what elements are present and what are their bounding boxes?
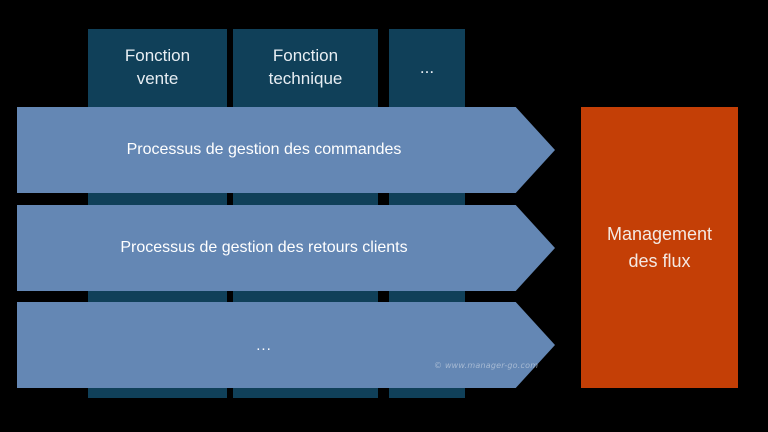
process-arrow-1[interactable]: Processus de gestion des commandes: [17, 107, 555, 193]
process-arrow-3-label: ...: [256, 336, 272, 354]
management-label-line1: Management: [606, 224, 713, 245]
process-arrow-1-label: Processus de gestion des commandes: [126, 141, 402, 158]
process-arrow-2[interactable]: Processus de gestion des retours clients: [17, 205, 555, 291]
process-arrow-3[interactable]: ...: [17, 302, 555, 388]
process-arrow-2-label: Processus de gestion des retours clients: [120, 239, 408, 256]
management-block-label: Management des flux: [607, 221, 712, 273]
management-block[interactable]: Management des flux: [581, 107, 738, 388]
management-label-line2: des flux: [628, 250, 691, 271]
watermark: © www.manager-go.com: [434, 361, 539, 370]
